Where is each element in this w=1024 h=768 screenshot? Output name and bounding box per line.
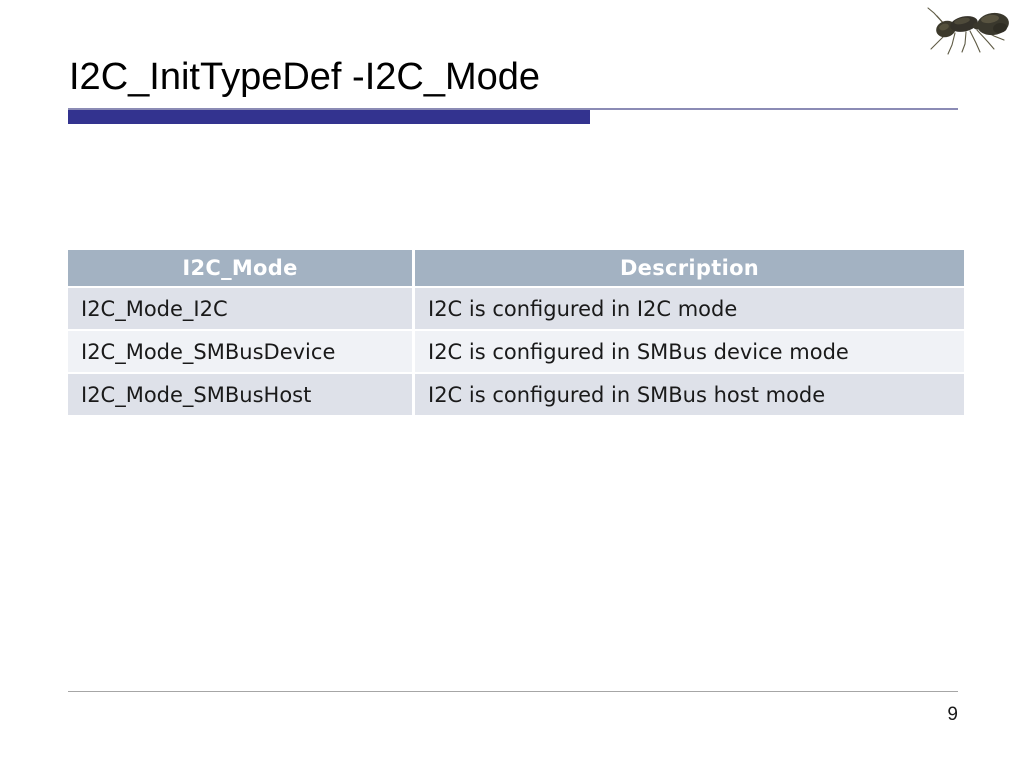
cell-mode-name: I2C_Mode_SMBusHost xyxy=(68,374,415,417)
title-divider-line xyxy=(68,108,958,110)
table-header-row: I2C_Mode Description xyxy=(68,250,964,288)
table-row: I2C_Mode_I2C I2C is configured in I2C mo… xyxy=(68,288,964,331)
i2c-mode-table: I2C_Mode Description I2C_Mode_I2C I2C is… xyxy=(68,250,964,417)
cell-mode-description: I2C is configured in I2C mode xyxy=(415,288,964,331)
cell-mode-description: I2C is configured in SMBus device mode xyxy=(415,331,964,374)
footer-divider xyxy=(68,691,958,692)
cell-mode-name: I2C_Mode_I2C xyxy=(68,288,415,331)
cell-mode-name: I2C_Mode_SMBusDevice xyxy=(68,331,415,374)
ant-logo xyxy=(922,2,1018,58)
page-number: 9 xyxy=(947,704,958,725)
title-accent-bar xyxy=(68,110,590,124)
table-row: I2C_Mode_SMBusHost I2C is configured in … xyxy=(68,374,964,417)
column-header-mode: I2C_Mode xyxy=(68,250,415,288)
column-header-description: Description xyxy=(415,250,964,288)
cell-mode-description: I2C is configured in SMBus host mode xyxy=(415,374,964,417)
table-row: I2C_Mode_SMBusDevice I2C is configured i… xyxy=(68,331,964,374)
page-title: I2C_InitTypeDef -I2C_Mode xyxy=(69,56,541,98)
